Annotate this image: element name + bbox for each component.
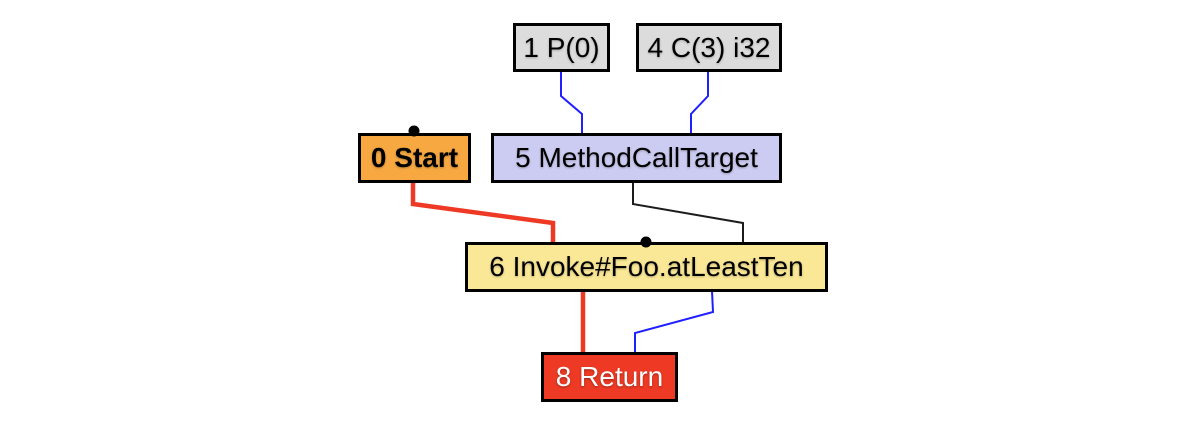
node-label: 1 P(0) bbox=[523, 31, 600, 63]
node-4-constant-i32[interactable]: 4 C(3) i32 bbox=[636, 23, 782, 72]
node-6-invoke[interactable]: 6 Invoke#Foo.atLeastTen bbox=[465, 242, 828, 292]
node-label: 8 Return bbox=[555, 361, 664, 392]
edge-start-to-invoke bbox=[410, 182, 556, 243]
node-0-start[interactable]: 0 Start bbox=[358, 133, 471, 183]
node-label: 5 MethodCallTarget bbox=[515, 142, 758, 173]
node-label: 6 Invoke#Foo.atLeastTen bbox=[489, 251, 804, 282]
node-5-methodcalltarget[interactable]: 5 MethodCallTarget bbox=[491, 133, 782, 183]
edge-c3-to-methodcalltarget bbox=[690, 72, 709, 134]
node-8-return[interactable]: 8 Return bbox=[541, 352, 678, 402]
edge-p0-to-methodcalltarget bbox=[560, 72, 583, 134]
edge-invoke-to-return-value bbox=[634, 290, 715, 353]
node-label: 0 Start bbox=[370, 142, 459, 173]
node-1-parameter[interactable]: 1 P(0) bbox=[513, 23, 610, 72]
edge-methodcalltarget-to-invoke bbox=[632, 182, 744, 243]
node-label: 4 C(3) i32 bbox=[647, 31, 771, 63]
